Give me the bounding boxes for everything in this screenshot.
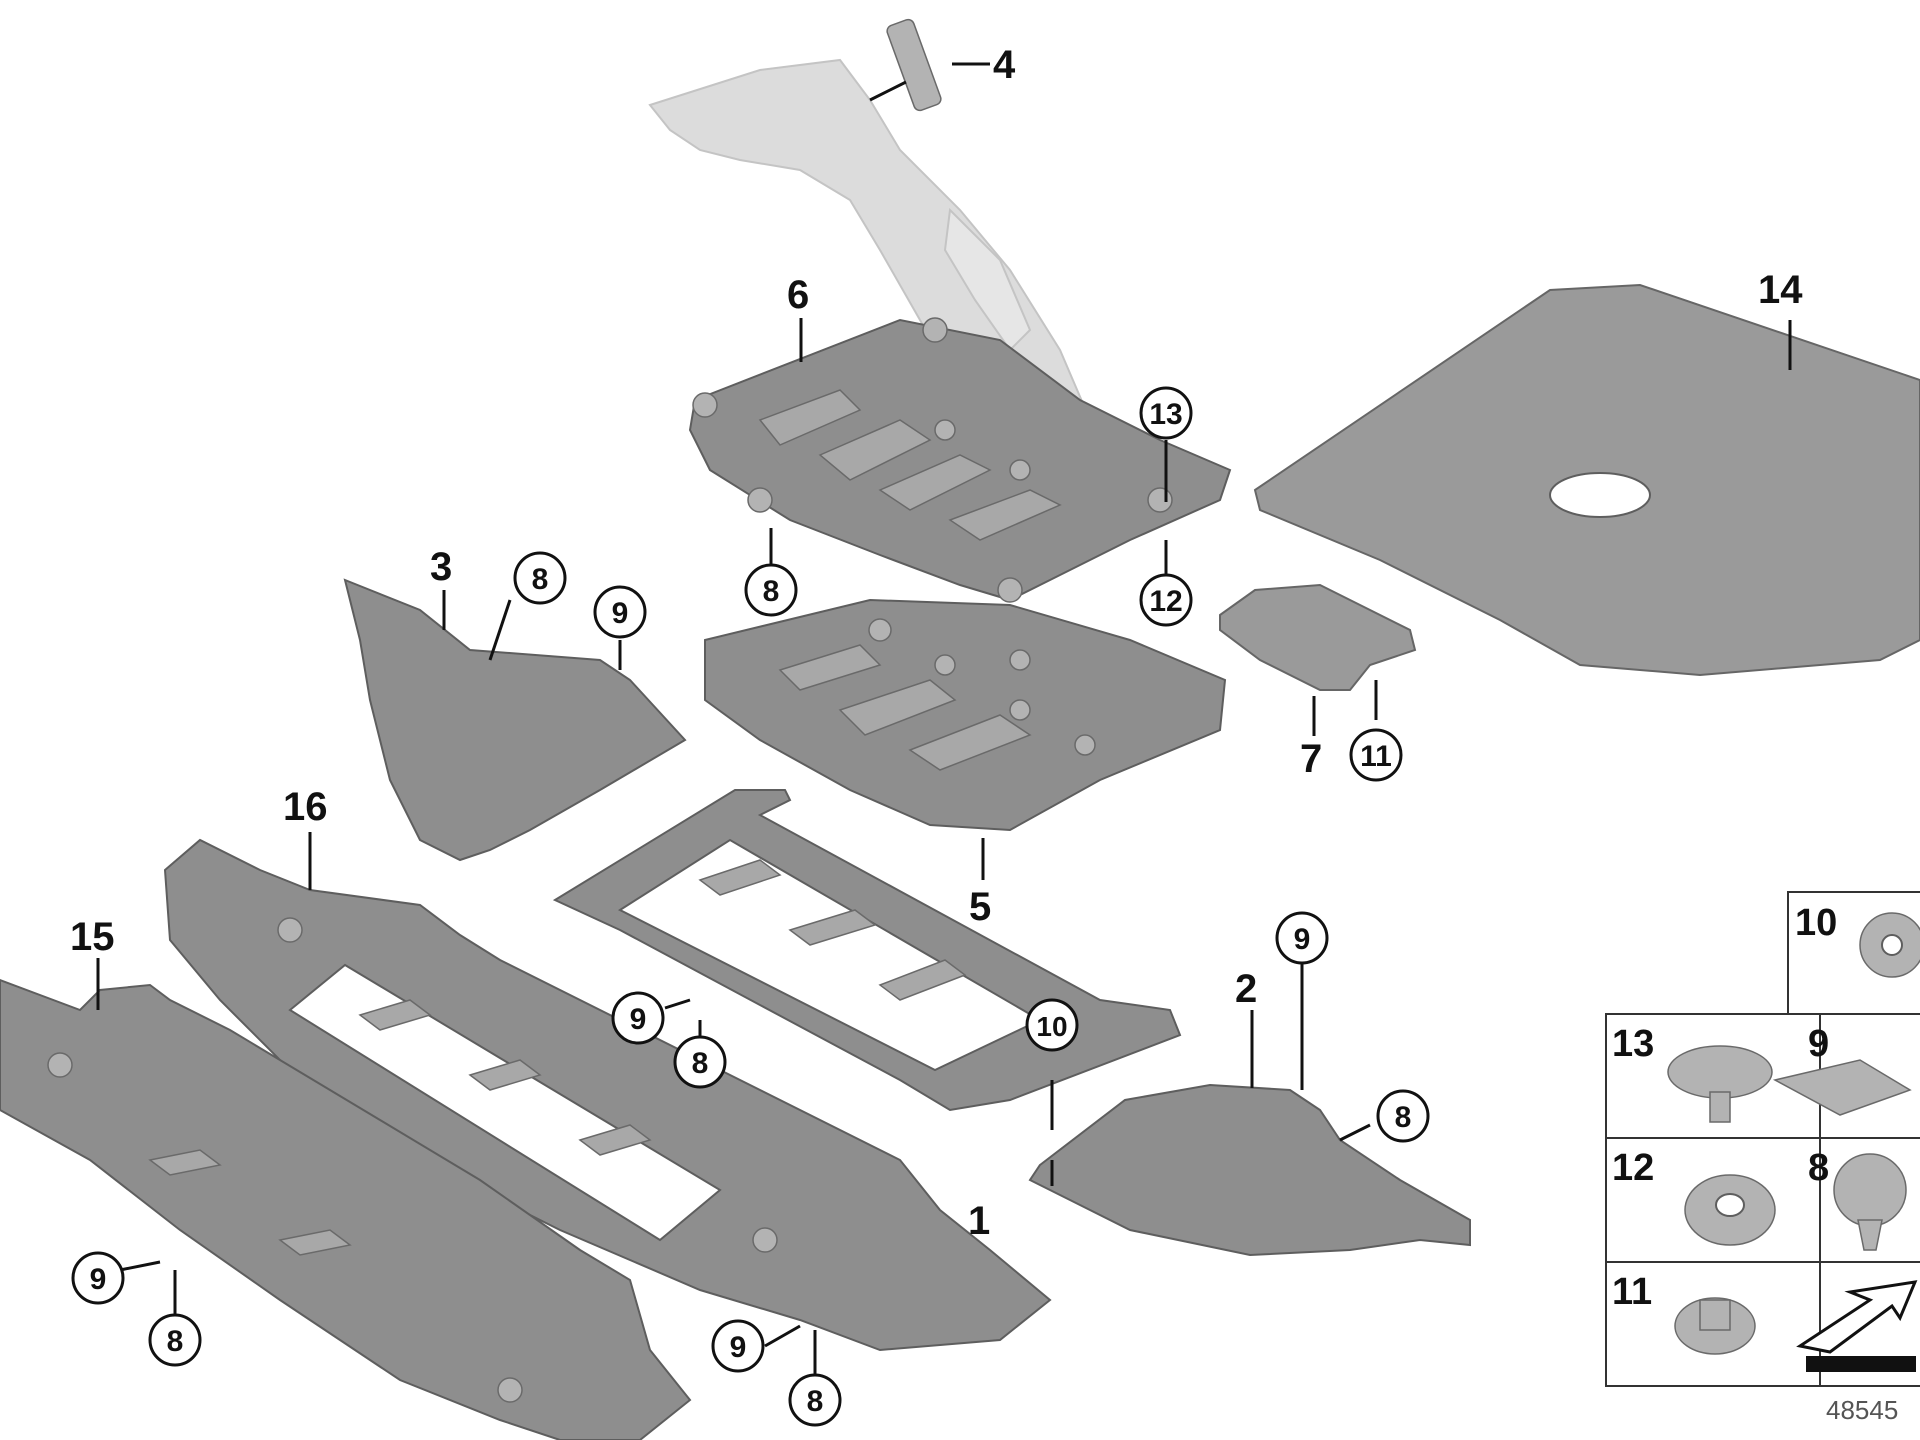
callout-14: 14 <box>1758 268 1803 312</box>
svg-text:10: 10 <box>1795 902 1837 944</box>
callout-7: 7 <box>1300 737 1322 781</box>
part-5-underbody-shield <box>704 598 1227 832</box>
legend-item-8: 8 <box>1808 1147 1907 1251</box>
ref-8-part-16: 8 <box>788 1373 842 1427</box>
leader-lines <box>96 62 1792 1374</box>
legend-item-9: 9 <box>1772 1023 1912 1116</box>
svg-text:13: 13 <box>1149 398 1182 431</box>
ref-11: 11 <box>1349 728 1403 782</box>
svg-text:11: 11 <box>1612 1271 1652 1313</box>
document-number: 48545 <box>1826 1395 1899 1425</box>
callout-15: 15 <box>70 915 115 959</box>
svg-text:9: 9 <box>612 597 629 630</box>
ref-8-part-1: 8 <box>673 1035 727 1089</box>
ref-8-under-6: 8 <box>744 563 798 617</box>
svg-text:8: 8 <box>807 1385 824 1418</box>
ref-8-part-2: 8 <box>1376 1089 1430 1143</box>
ref-9-part-3: 9 <box>593 585 647 639</box>
svg-text:12: 12 <box>1612 1147 1654 1189</box>
ref-9-part-15: 9 <box>71 1251 125 1305</box>
ref-9-part-1: 9 <box>611 991 665 1045</box>
svg-text:10: 10 <box>1036 1011 1067 1042</box>
legend-item-12: 12 <box>1612 1147 1776 1246</box>
callout-1: 1 <box>968 1199 990 1243</box>
ref-9-part-2: 9 <box>1275 911 1329 965</box>
svg-text:9: 9 <box>1808 1023 1829 1065</box>
svg-text:8: 8 <box>1808 1147 1829 1189</box>
svg-text:9: 9 <box>1294 923 1311 956</box>
ref-8-part-3: 8 <box>513 551 567 605</box>
svg-text:11: 11 <box>1360 740 1392 773</box>
part-15-spoiler-panel <box>0 978 692 1440</box>
callout-4: 4 <box>993 43 1016 87</box>
ref-12: 12 <box>1139 573 1193 627</box>
fastener-legend: 10 13 9 12 8 11 <box>1605 891 1920 1387</box>
part-3-wheel-arch-trim <box>343 578 687 862</box>
orientation-arrow-icon <box>1796 1280 1918 1372</box>
part-6-underbody-shield <box>688 317 1232 603</box>
ref-13: 13 <box>1139 386 1193 440</box>
svg-text:8: 8 <box>692 1047 709 1080</box>
svg-text:8: 8 <box>532 563 549 596</box>
legend-item-13: 13 <box>1612 1023 1773 1123</box>
callout-16: 16 <box>283 785 328 829</box>
svg-text:9: 9 <box>90 1263 107 1296</box>
svg-text:9: 9 <box>630 1003 647 1036</box>
legend-item-10: 10 <box>1795 902 1920 978</box>
legend-item-11: 11 <box>1612 1271 1756 1355</box>
svg-text:13: 13 <box>1612 1023 1654 1065</box>
svg-text:9: 9 <box>730 1331 747 1364</box>
svg-text:8: 8 <box>1395 1101 1412 1134</box>
svg-text:8: 8 <box>763 575 780 608</box>
ref-9-part-16: 9 <box>711 1319 765 1373</box>
ref-8-part-15: 8 <box>148 1313 202 1367</box>
part-14-floor-panel <box>1253 283 1920 677</box>
part-4-clip <box>886 18 942 112</box>
callout-3: 3 <box>430 545 452 589</box>
part-7-cover-plate <box>1219 583 1417 691</box>
svg-text:12: 12 <box>1149 585 1182 618</box>
part-2-wheel-arch-trim <box>1028 1083 1471 1257</box>
callout-2: 2 <box>1235 967 1257 1011</box>
part-16-front-underbody-panel <box>163 838 1052 1352</box>
ref-10: 10 <box>1025 998 1079 1052</box>
callout-6: 6 <box>787 273 809 317</box>
svg-text:8: 8 <box>167 1325 184 1358</box>
callout-5: 5 <box>969 885 991 929</box>
